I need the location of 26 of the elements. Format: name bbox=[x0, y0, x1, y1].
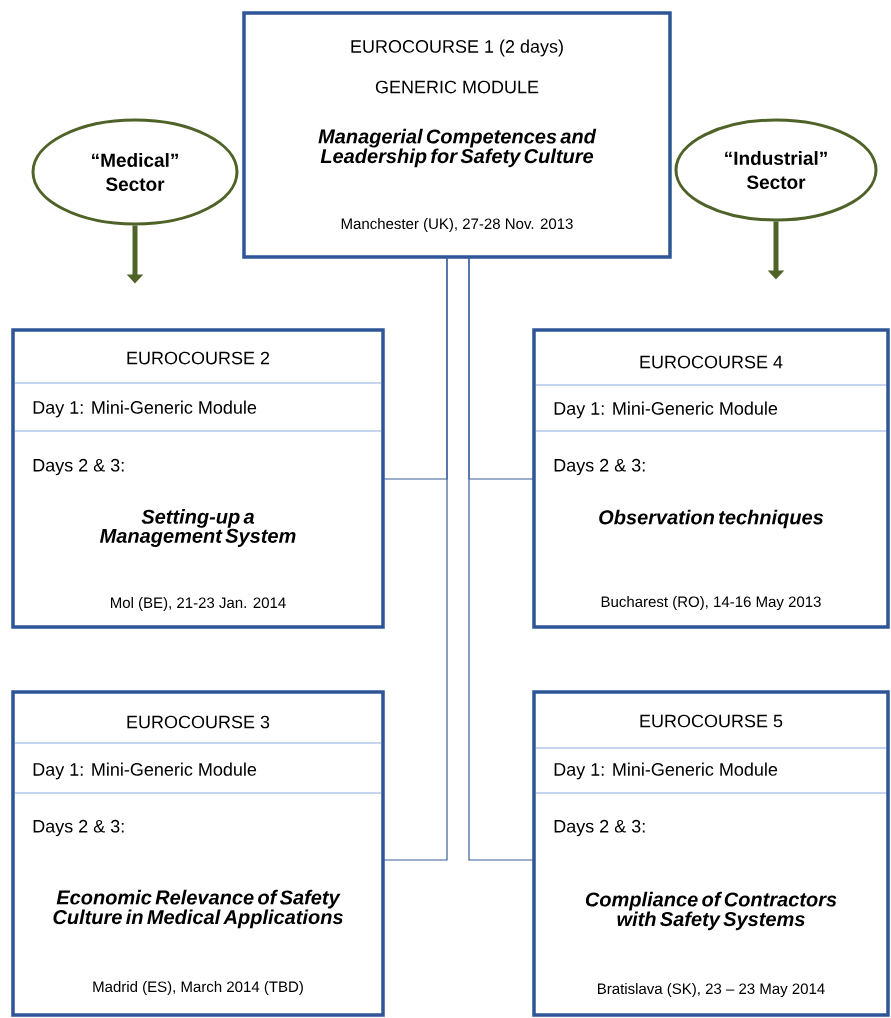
days-text: Days 2 & 3: bbox=[554, 819, 645, 837]
course-title: EUROCOURSE 3 bbox=[127, 715, 270, 729]
days-text: Days 2 & 3: bbox=[33, 819, 124, 837]
topic-text: Managerial Competences and Leadership for Safety Culture bbox=[318, 128, 597, 168]
topic-text: Economic Relevance of Safety Culture in Medical Applications bbox=[53, 889, 343, 929]
course-title: EUROCOURSE 5 bbox=[640, 714, 783, 728]
module-text: Day 1: Mini-Generic Module bbox=[33, 762, 257, 780]
topic-text: Observation techniques bbox=[599, 509, 824, 529]
course-title: GENERIC MODULE bbox=[375, 80, 539, 94]
course-title: EUROCOURSE 2 bbox=[127, 351, 270, 365]
connector bbox=[468, 256, 535, 861]
days-text: Days 2 & 3: bbox=[33, 458, 124, 476]
days-text: Days 2 & 3: bbox=[554, 458, 645, 476]
topic-text: Setting-up a Management System bbox=[100, 509, 296, 547]
venue-text: Madrid (ES), March 2014 (TBD) bbox=[93, 981, 303, 995]
module-text: Day 1: Mini-Generic Module bbox=[554, 762, 778, 780]
course-title: EUROCOURSE 1 (2 days) bbox=[351, 39, 563, 57]
topic-text: Compliance of Contractors with Safety Systems bbox=[585, 891, 837, 931]
venue-text: Manchester (UK), 27-28 Nov. 2013 bbox=[341, 218, 573, 232]
module-text: Day 1: Mini-Generic Module bbox=[554, 401, 778, 419]
course-title: EUROCOURSE 4 bbox=[640, 355, 783, 369]
module-text: Day 1: Mini-Generic Module bbox=[33, 400, 257, 418]
venue-text: Mol (BE), 21-23 Jan. 2014 bbox=[111, 597, 286, 611]
connector bbox=[382, 256, 448, 861]
venue-text: Bucharest (RO), 14-16 May 2013 bbox=[601, 596, 821, 610]
venue-text: Bratislava (SK), 23 – 23 May 2014 bbox=[598, 983, 825, 997]
